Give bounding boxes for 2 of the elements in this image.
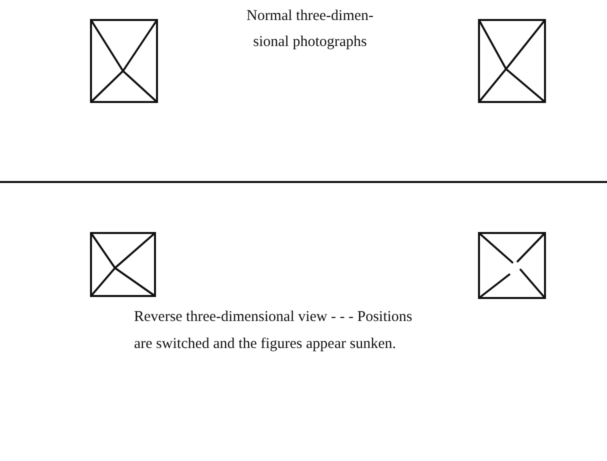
caption-text: Reverse three-dimensional view - - - Positions are switched and the figures appear sunken. — [134, 308, 414, 354]
caption-text: Normal three-dimen- sional photographs — [245, 7, 375, 52]
